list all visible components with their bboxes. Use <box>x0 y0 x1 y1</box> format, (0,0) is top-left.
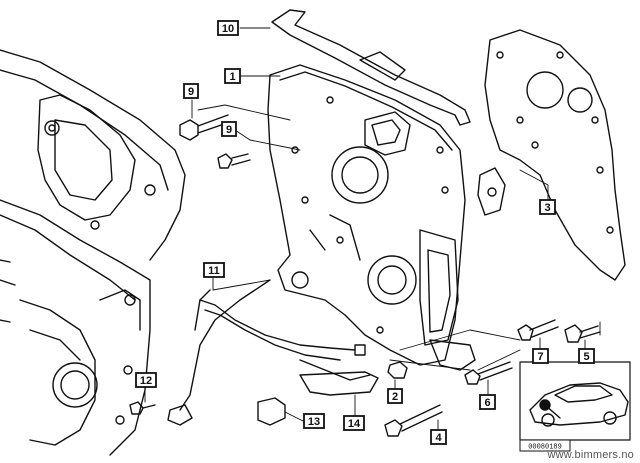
callout-12: 12 <box>135 372 157 388</box>
callout-1: 1 <box>224 68 241 84</box>
callout-5: 5 <box>578 348 595 364</box>
callout-10: 10 <box>217 20 239 36</box>
callout-2: 2 <box>387 388 403 404</box>
timing-cover-part-1 <box>267 64 476 371</box>
callout-2-label: 2 <box>392 391 398 403</box>
callout-9-lower-label: 9 <box>226 124 232 136</box>
callout-14: 14 <box>343 415 365 431</box>
callout-6: 6 <box>479 394 496 410</box>
callout-10-label: 10 <box>222 23 234 35</box>
gasket-strip-part-10 <box>271 9 471 126</box>
bolts <box>129 114 601 437</box>
callout-7-label: 7 <box>537 351 543 363</box>
watermark: www.bimmers.no <box>547 449 634 461</box>
wiring-harness-part-11 <box>167 279 371 426</box>
callout-3-label: 3 <box>544 202 550 214</box>
callout-14-label: 14 <box>348 418 361 430</box>
clip-part-13 <box>257 397 286 426</box>
callout-5-label: 5 <box>583 351 589 363</box>
inset-car-view <box>519 361 631 441</box>
callout-7: 7 <box>532 348 549 364</box>
leader-lines <box>144 27 601 436</box>
engine-block-left <box>0 49 186 456</box>
callout-4-label: 4 <box>435 432 442 444</box>
callout-9-upper: 9 <box>183 83 199 99</box>
callout-12-label: 12 <box>140 375 152 387</box>
inset-code: 00080189 <box>519 439 571 452</box>
callout-6-label: 6 <box>484 397 490 409</box>
callout-4: 4 <box>430 429 447 445</box>
callout-1-label: 1 <box>229 71 235 83</box>
callout-13-label: 13 <box>308 416 320 428</box>
gasket-part-3 <box>477 29 626 281</box>
callouts: 10 1 9 9 3 11 7 5 <box>135 20 595 445</box>
callout-9-upper-label: 9 <box>188 86 194 98</box>
callout-13: 13 <box>303 413 325 429</box>
callout-11: 11 <box>203 262 225 278</box>
inset-code-text: 00080189 <box>528 444 562 452</box>
callout-11-label: 11 <box>208 265 220 277</box>
callout-9-lower: 9 <box>221 121 237 137</box>
bracket-part-14 <box>299 371 379 396</box>
callout-3: 3 <box>539 199 556 215</box>
